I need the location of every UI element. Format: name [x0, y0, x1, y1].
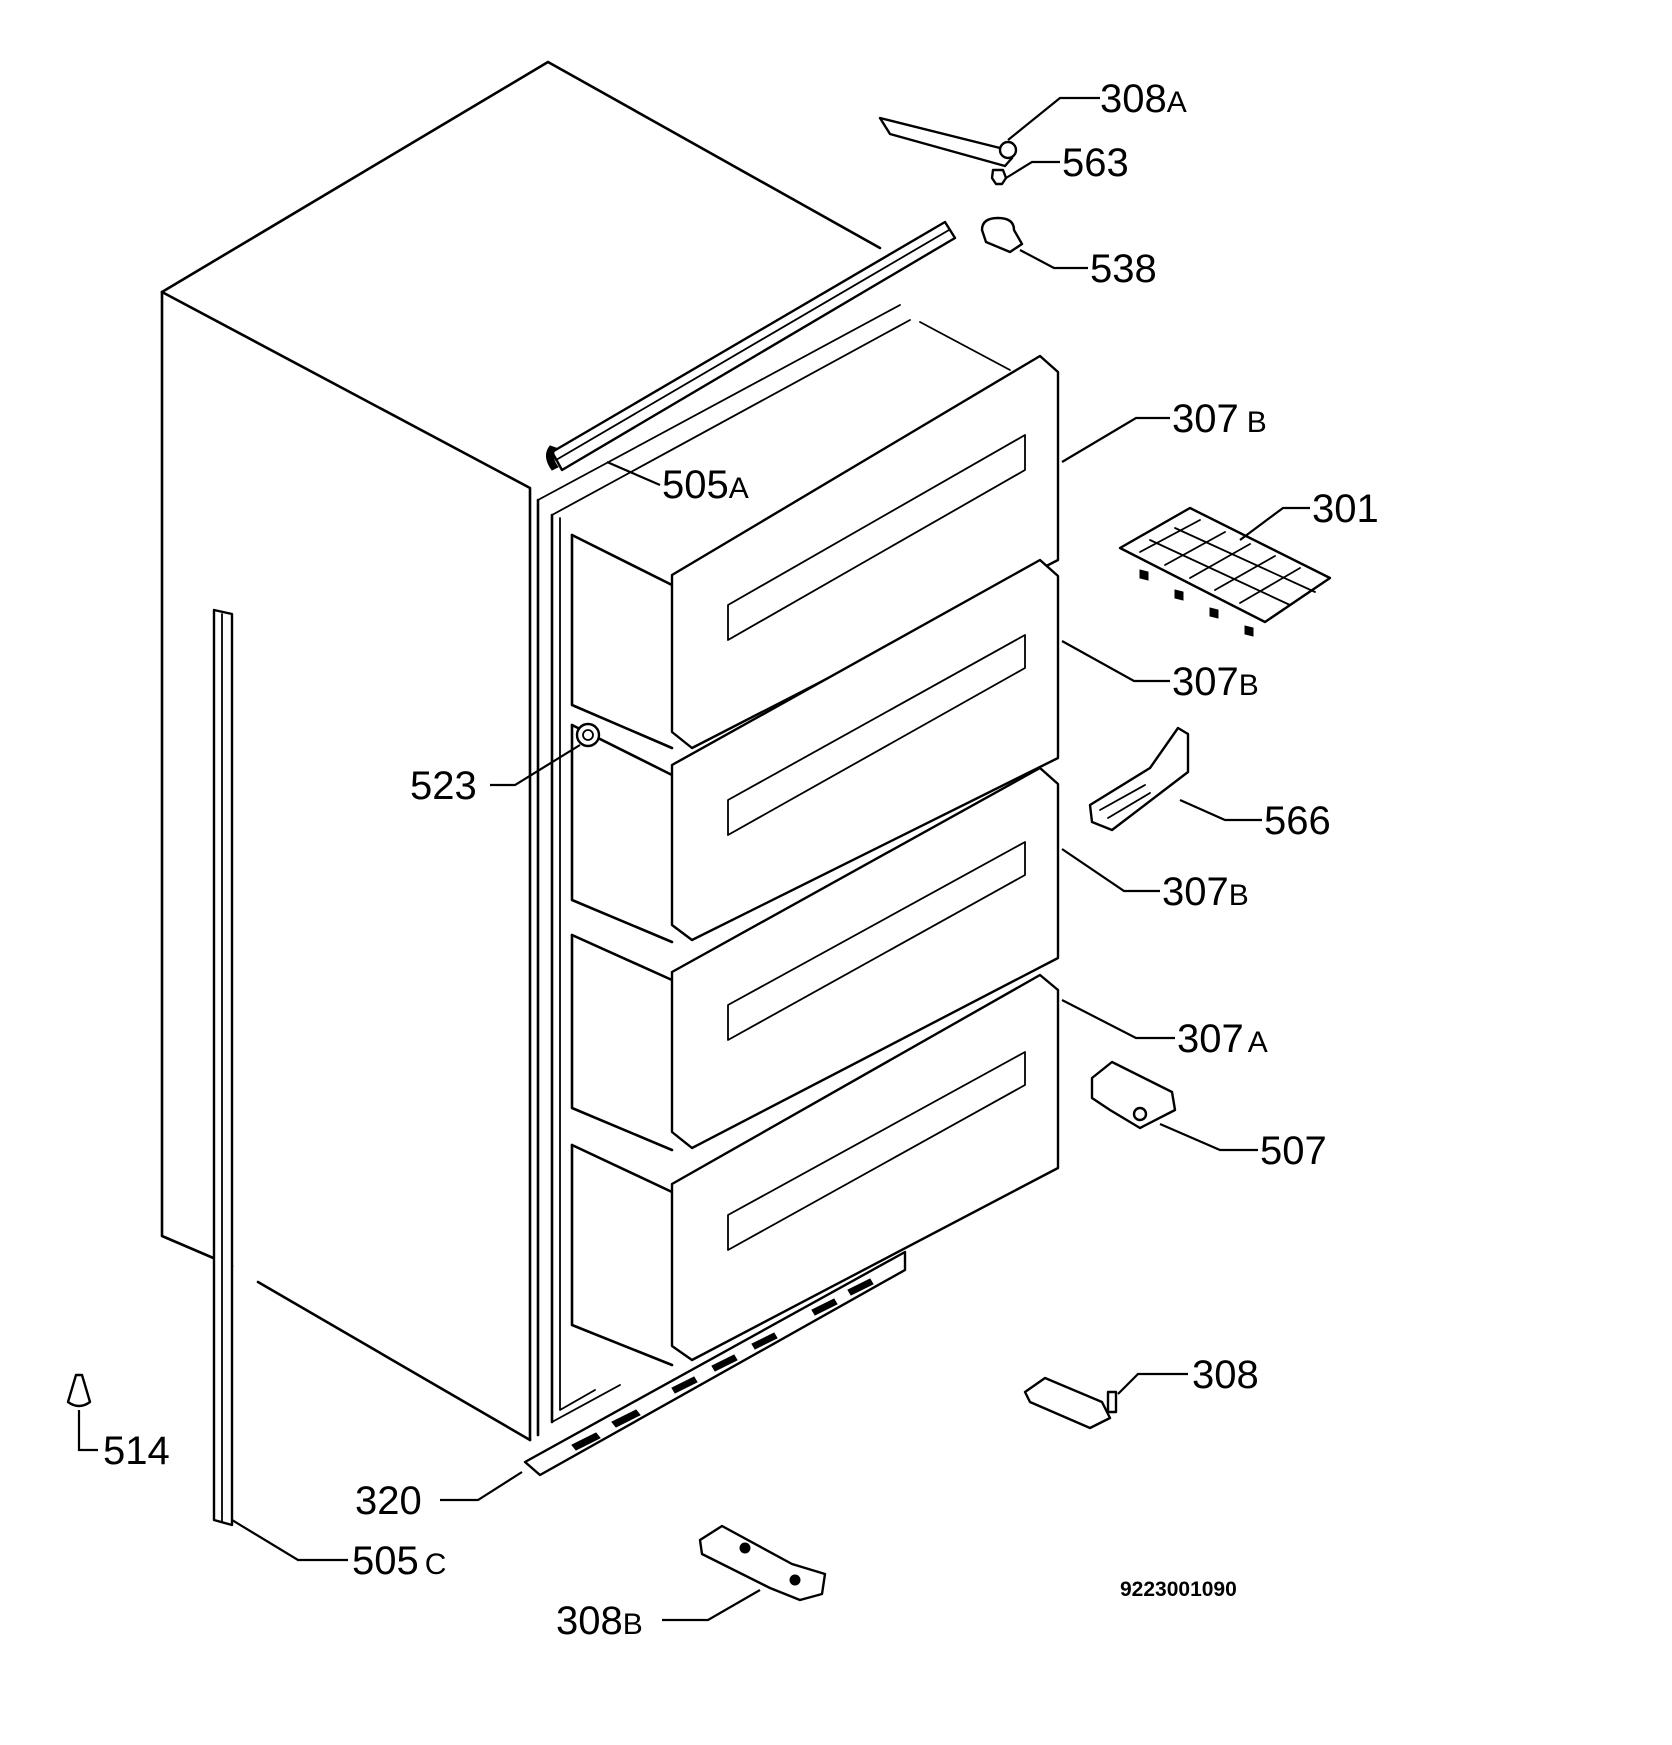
ice-tray-301	[1118, 506, 1332, 637]
drawer-307b-third	[570, 766, 1060, 1152]
cover-538	[980, 216, 1024, 254]
cap-514	[66, 1373, 92, 1408]
label-523: 523	[410, 764, 477, 808]
label-320: 320	[355, 1479, 422, 1523]
support-507	[1090, 1060, 1177, 1130]
freezer-cabinet	[160, 60, 911, 1442]
drawer-307b-top	[570, 321, 1060, 750]
plug-523	[575, 722, 601, 748]
label-301: 301	[1312, 487, 1379, 531]
label-514: 514	[103, 1429, 170, 1473]
hinge-308	[1023, 1376, 1118, 1430]
scraper-566	[1088, 726, 1190, 832]
label-566: 566	[1264, 799, 1331, 843]
leader-lines	[77, 96, 1310, 1622]
drawer-307a-bottom	[570, 973, 1060, 1367]
label-307b-2: 307B	[1172, 660, 1259, 704]
label-505a: 505A	[662, 463, 749, 507]
hinge-308b	[698, 1524, 827, 1602]
gasket-strip-505c	[212, 608, 234, 1527]
hinge-308a	[878, 116, 1018, 168]
label-308b: 308B	[556, 1599, 643, 1643]
label-307b-3: 307B	[1162, 870, 1249, 914]
drawing-code: 9223001090	[1120, 1578, 1237, 1601]
label-308: 308	[1192, 1353, 1259, 1397]
label-563: 563	[1062, 141, 1129, 185]
label-308a: 308A	[1100, 77, 1187, 121]
bushing-563	[990, 168, 1008, 186]
bottom-rail-320	[523, 1250, 907, 1477]
label-507: 507	[1260, 1129, 1327, 1173]
gasket-strip-505a	[546, 220, 957, 472]
drawer-307b-second	[570, 558, 1060, 944]
label-538: 538	[1090, 247, 1157, 291]
